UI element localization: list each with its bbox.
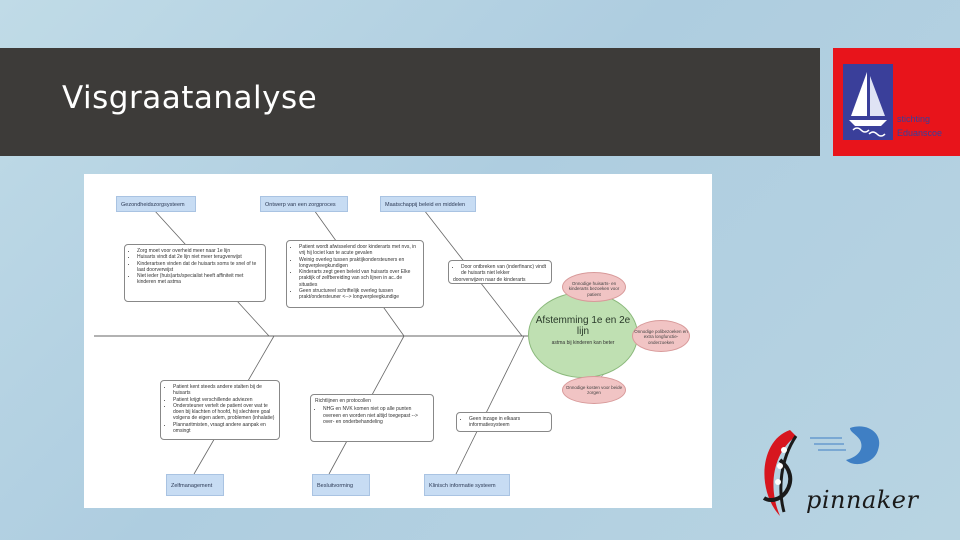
note-item: Kinderartsen vinden dat de huisarts soms… — [137, 261, 261, 274]
logo-text-line2: Eduanscoe — [897, 128, 943, 138]
note-item: Geen inzage in elkaars informatiesysteem — [469, 416, 547, 429]
sailboat-icon — [843, 64, 893, 140]
note-item: doorverwijzen naar de kinderarts — [453, 276, 526, 283]
note-header: Richtlijnen en protocollen — [315, 398, 371, 404]
category-klinisch-informatiesysteem: Klinisch informatie systeem — [424, 474, 510, 496]
note-item: Huisarts vindt dat 2e lijn niet meer ter… — [137, 254, 261, 260]
note-item: Kinderarts zegt geen beleid van huisarts… — [299, 269, 419, 288]
slide-title: Visgraatanalyse — [62, 80, 318, 116]
fishbone-diagram: Gezondheidszorgsysteem Ontwerp van een z… — [84, 174, 712, 508]
category-zelfmanagement: Zelfmanagement — [166, 474, 224, 496]
note-item: Weinig overleg tussen praktijkondersteun… — [299, 257, 419, 270]
title-bar — [0, 48, 820, 156]
spinnaker-wordmark: pinnaker — [806, 486, 919, 514]
category-maatschappij-beleid: Maatschappij beleid en middelen — [380, 196, 476, 212]
category-ontwerp-zorgproces: Ontwerp van een zorgproces — [260, 196, 348, 212]
note-item: Patient krijgt verschillende adviezen — [173, 397, 275, 403]
note-maatschappij: Door ontbreken van (inderfinanc) vindt d… — [448, 260, 552, 284]
note-item: Niet ieder (huis)arts/specialist heeft a… — [137, 273, 261, 286]
effect-bubble-2: Onnodige polibezoeken en extra longfunct… — [632, 320, 690, 352]
stichting-logo: stichting Eduanscoe — [833, 48, 960, 156]
note-item: Zorg moet voor overheid meer naar 1e lij… — [137, 248, 261, 254]
note-gezondheidszorg: Zorg moet voor overheid meer naar 1e lij… — [124, 244, 266, 302]
note-informatiesysteem: Geen inzage in elkaars informatiesysteem — [456, 412, 552, 432]
note-item: Plannaritmisten, vraagt andere aanpak en… — [173, 422, 275, 435]
fishbone-head: Afstemming 1e en 2e lijn astma bij kinde… — [528, 292, 638, 378]
head-title: Afstemming 1e en 2e lijn — [535, 315, 631, 337]
note-zelfmanagement: Patient kent steeds andere stalten bij d… — [160, 380, 280, 440]
note-besluitvorming: Richtlijnen en protocollen NHG en NVK ko… — [310, 394, 434, 442]
note-item: Patient kent steeds andere stalten bij d… — [173, 384, 275, 397]
effect-bubble-3: Onnodige kosten voor beide zorgen — [562, 376, 626, 404]
head-subtitle: astma bij kinderen kan beter — [551, 340, 615, 346]
note-item: Door ontbreken van (inderfinanc) vindt d… — [461, 264, 547, 277]
logo-text-line1: stichting — [897, 114, 931, 124]
note-item: NHG en NVK komen niet op alle punten ove… — [323, 406, 429, 425]
category-gezondheidszorgsysteem: Gezondheidszorgsysteem — [116, 196, 196, 212]
spinnaker-logo-icon — [762, 426, 880, 516]
note-item: Ondersteuner vertelt de patient over wat… — [173, 403, 275, 422]
note-item: Patient wordt afwisselend door kinderart… — [299, 244, 419, 257]
effect-bubble-1: Onnodige huisarts- en kinderarts bezoeke… — [562, 272, 626, 302]
note-item: Geen structureel schriftelijk overleg tu… — [299, 288, 419, 301]
category-besluitvorming: Besluitvorming — [312, 474, 370, 496]
note-zorgproces: Patient wordt afwisselend door kinderart… — [286, 240, 424, 308]
